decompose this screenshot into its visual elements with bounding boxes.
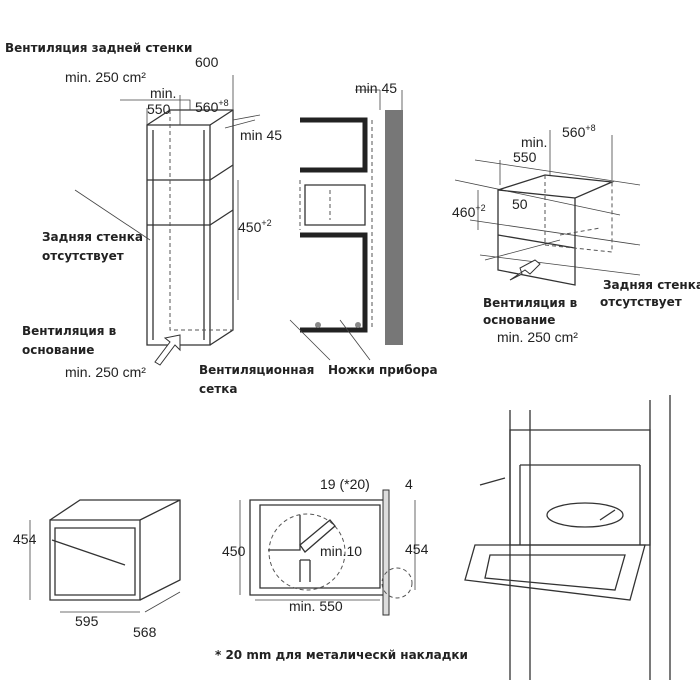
right-no-rear-wall-1: Задняя стенка	[603, 278, 700, 292]
right-dim-550: 550	[513, 149, 537, 165]
right-vent-base-area: min. 250 cm²	[497, 329, 578, 345]
under-counter-drawing	[454, 130, 641, 286]
dim-19-20: 19 (*20)	[320, 476, 370, 492]
right-min-label: min.	[521, 134, 547, 150]
vent-base-label-1: Вентиляция в	[22, 324, 117, 338]
dim-595: 595	[75, 613, 99, 629]
dim-min-45: min 45	[240, 127, 282, 143]
vent-base-label-2: основание	[22, 343, 94, 357]
dim-450: 450+2	[238, 218, 272, 235]
dim-4: 4	[405, 476, 413, 492]
vent-grid-label-2: сетка	[199, 382, 237, 396]
right-dim-560: 560+8	[562, 123, 596, 140]
right-vent-base-1: Вентиляция в	[483, 296, 578, 310]
dim-454-right: 454	[405, 541, 429, 557]
airflow-section-drawing	[289, 89, 403, 361]
footnote: * 20 mm для металическй накладки	[215, 648, 468, 662]
vent-grid-label-1: Вентиляционная	[199, 363, 314, 377]
appliance-drawing	[29, 499, 181, 613]
right-no-rear-wall-2: отсутствует	[600, 295, 682, 309]
no-rear-wall-label-2: отсутствует	[42, 249, 124, 263]
dim-600: 600	[195, 54, 219, 70]
right-dim-460: 460+2	[452, 203, 486, 220]
tall-cabinet-drawing	[74, 75, 261, 366]
dim-min-label: min.	[150, 85, 176, 101]
vent-rear-area: min. 250 cm²	[65, 69, 146, 85]
dim-min-550: min. 550	[289, 598, 343, 614]
dim-450-bottom: 450	[222, 543, 246, 559]
mid-min-45: min 45	[355, 80, 397, 96]
vent-rear-label: Вентиляция задней стенки	[5, 41, 192, 55]
no-rear-wall-label-1: Задняя стенка	[42, 230, 143, 244]
right-vent-base-2: основание	[483, 313, 555, 327]
dim-550: 550	[147, 101, 171, 117]
dim-560: 560+8	[195, 98, 229, 115]
dim-454-left: 454	[13, 531, 37, 547]
dim-568: 568	[133, 624, 157, 640]
dim-min-10: min.10	[320, 543, 362, 559]
feet-label: Ножки прибора	[328, 363, 438, 377]
installed-oven-drawing	[464, 395, 671, 680]
right-dim-50: 50	[512, 196, 528, 212]
side-section-drawing	[239, 489, 416, 616]
vent-base-area: min. 250 cm²	[65, 364, 146, 380]
